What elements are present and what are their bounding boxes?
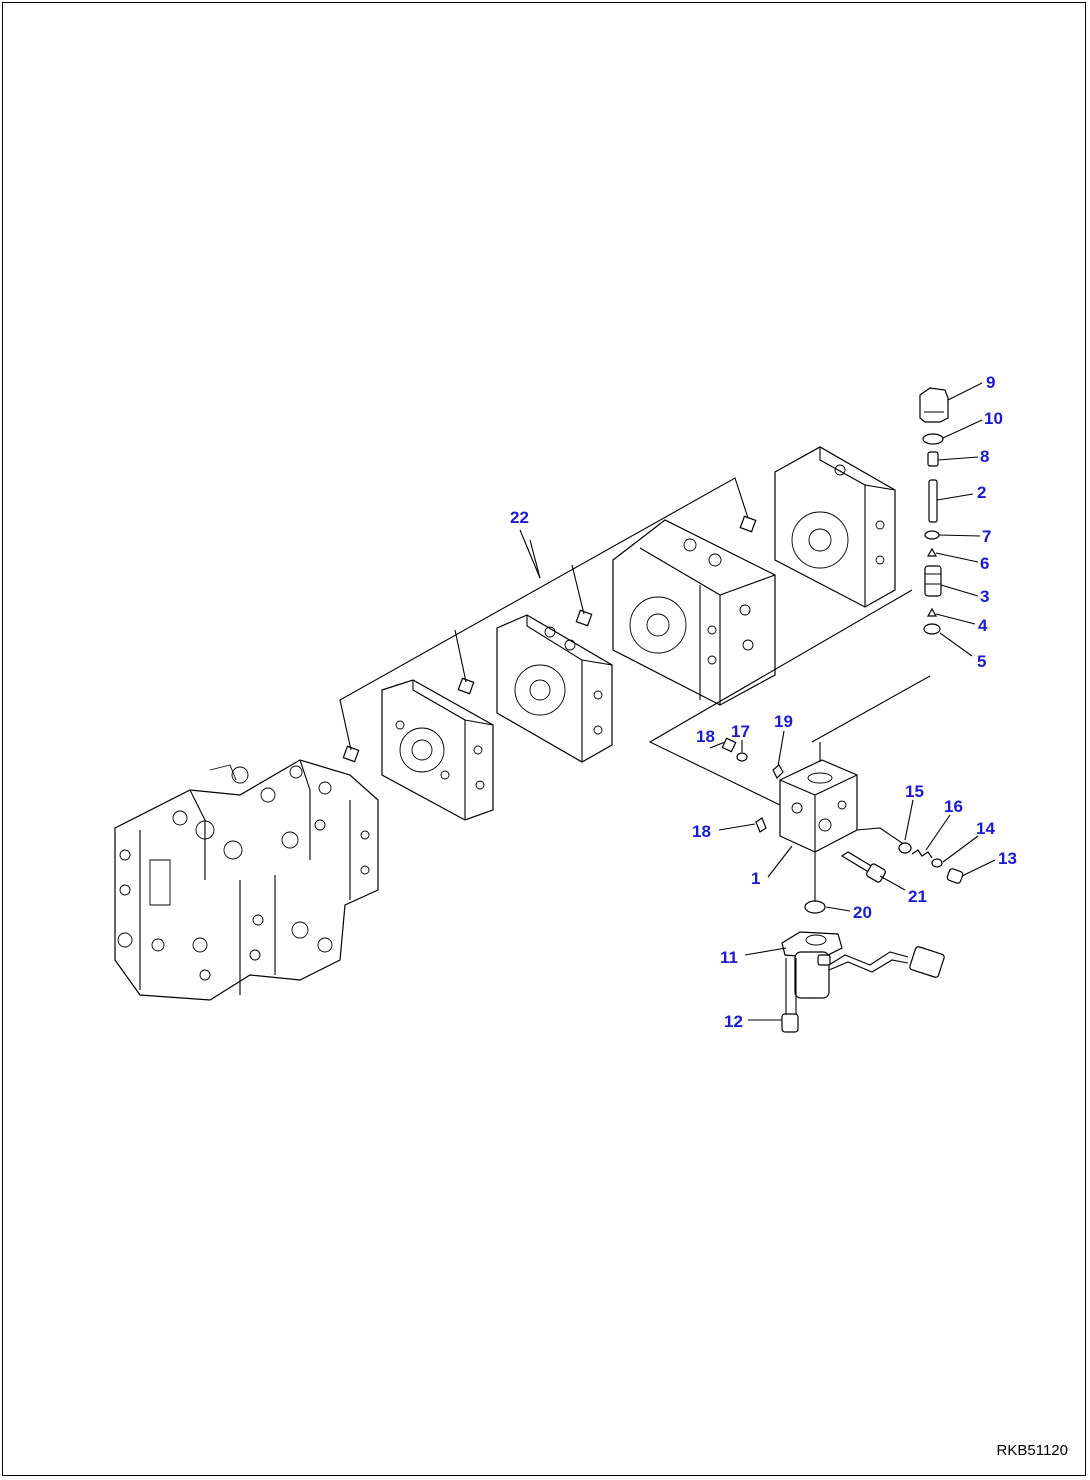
seat-part-4 [926,607,938,617]
callout-label-20: 20 [853,903,872,922]
callout-label-3: 3 [980,587,989,606]
o-ring-part-18b [755,817,767,833]
o-ring-part-20 [804,900,826,914]
seat-part-6 [926,547,938,557]
solenoid-valve-block-part-1 [779,759,858,853]
callout-leaders [519,382,996,1021]
solenoid-axis-line [814,742,821,902]
solenoid-part-11 [781,931,945,999]
callout-label-4: 4 [978,616,988,635]
callout-label-9: 9 [986,373,995,392]
callout-label-13: 13 [998,849,1017,868]
callout-label-1: 1 [751,869,760,888]
sleeve-part-3 [924,565,942,597]
plug-part-19 [772,764,784,780]
bolt-part-21 [840,851,886,883]
leader-bracket-22 [339,477,749,751]
callout-label-8: 8 [980,447,989,466]
spool-part-2 [928,479,938,523]
valve-section-block-2 [496,614,613,763]
callout-label-22: 22 [510,508,529,527]
callout-label-11: 11 [720,948,738,967]
valve-section-block-3 [612,519,776,706]
callout-label-19: 19 [774,712,793,731]
callout-label-7: 7 [982,527,991,546]
o-ring-group-22 [342,515,757,763]
o-ring-part-10 [922,433,944,445]
seat-part-14 [931,858,943,868]
callout-label-6: 6 [980,554,989,573]
o-ring-part-18a [721,737,737,753]
main-control-valve-body [114,759,379,1001]
callout-label-12: 12 [724,1012,743,1031]
valve-end-cover-block [774,446,896,608]
seal-part-15 [898,842,912,854]
bolt-part-12 [781,958,799,1033]
stack-alignment-line [648,589,931,806]
callout-label-5: 5 [977,652,986,671]
callout-label-16: 16 [944,797,963,816]
callout-label-18a: 18 [696,727,715,746]
callout-label-10: 10 [984,409,1003,428]
ring-part-5 [923,623,941,635]
valve-section-block-1 [381,679,494,821]
callout-label-14: 14 [976,819,995,838]
callout-label-15: 15 [905,782,924,801]
callout-label-17: 17 [731,722,750,741]
side-port-line [856,827,906,846]
piston-part-8 [927,451,939,467]
drawing-code: RKB51120 [997,1442,1068,1459]
spring-part-16 [911,849,933,859]
ring-part-7 [924,530,940,540]
plug-part-13 [946,868,964,884]
callout-label-2: 2 [977,483,986,502]
callout-label-21: 21 [908,887,927,906]
callout-label-18b: 18 [692,822,711,841]
o-ring-part-17 [736,752,748,762]
plug-part-9 [919,387,949,423]
